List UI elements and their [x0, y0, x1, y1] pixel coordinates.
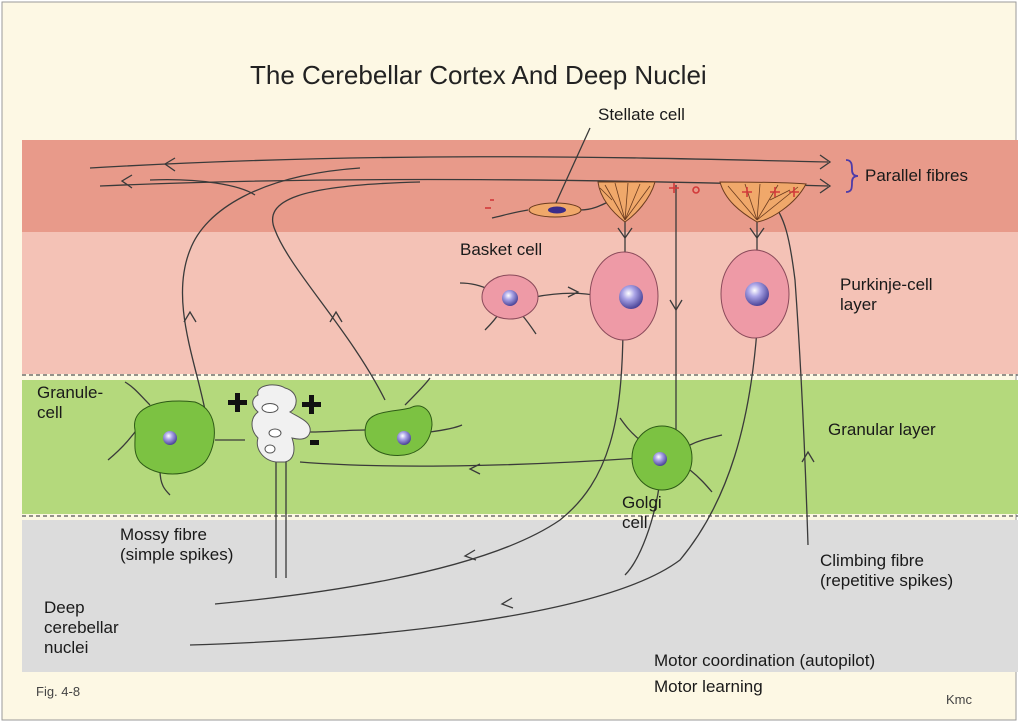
label-granule-cell: Granule- cell [37, 383, 103, 423]
basket-cell-nucleus [502, 290, 518, 306]
mossy-vesicle [269, 429, 281, 437]
label-climbing-fibre: Climbing fibre (repetitive spikes) [820, 551, 953, 591]
mossy-vesicle [265, 445, 275, 453]
diagram-title: The Cerebellar Cortex And Deep Nuclei [250, 60, 707, 90]
label-mossy-fibre: Mossy fibre (simple spikes) [120, 525, 233, 565]
label-purkinje-layer: Purkinje-cell layer [840, 275, 933, 315]
label-motor-coordination: Motor coordination (autopilot) [654, 651, 875, 671]
figure-number: Fig. 4-8 [36, 682, 80, 702]
molecular-layer-band [22, 140, 1018, 232]
golgi-cell-nucleus [653, 452, 667, 466]
mossy-vesicle [262, 404, 278, 413]
stellate-cell-nucleus [548, 207, 566, 214]
granule-cell-nucleus-2 [397, 431, 411, 445]
label-granular-layer: Granular layer [828, 420, 936, 440]
label-parallel-fibres: Parallel fibres [865, 166, 968, 186]
label-golgi-cell: Golgi cell [622, 493, 662, 533]
purkinje-cell-nucleus-2 [745, 282, 769, 306]
author-mark: Kmc [946, 690, 972, 710]
label-stellate-cell: Stellate cell [598, 105, 685, 125]
label-deep-nuclei: Deep cerebellar nuclei [44, 598, 119, 658]
granule-cell-nucleus-1 [163, 431, 177, 445]
purkinje-cell-nucleus-1 [619, 285, 643, 309]
label-basket-cell: Basket cell [460, 240, 542, 260]
minus-sign [310, 440, 319, 445]
label-motor-learning: Motor learning [654, 677, 763, 697]
